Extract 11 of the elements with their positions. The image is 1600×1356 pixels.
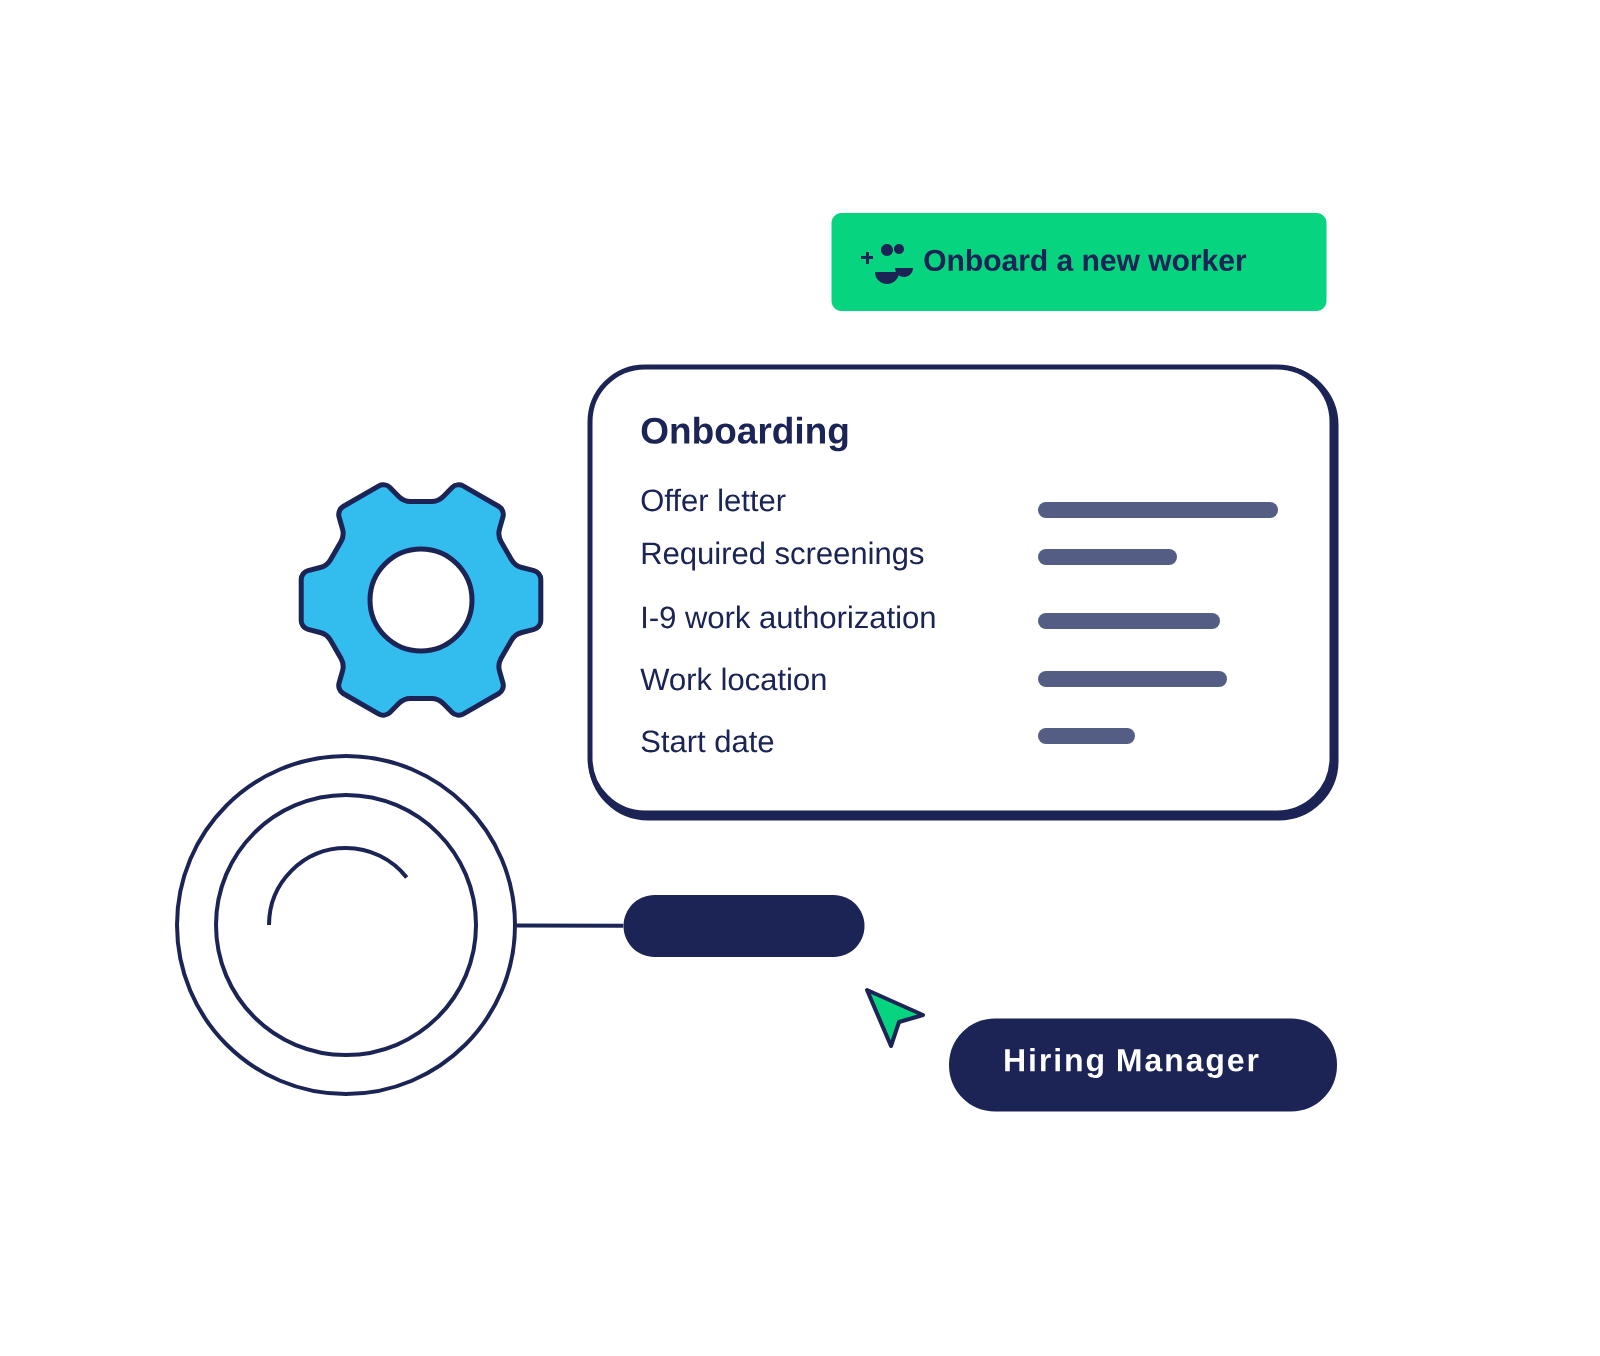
name-tag: Hiring Manager — [949, 1018, 1337, 1112]
card — [587, 364, 1339, 821]
list-item: Work location — [640, 667, 826, 691]
connector-line — [517, 923, 624, 928]
list-item: Required screenings — [642, 541, 924, 571]
list-item: I-9 work authorization — [643, 605, 935, 629]
placeholder-bar — [623, 895, 865, 957]
list-item: Start date — [641, 729, 774, 753]
list-item: Offer letter — [641, 488, 786, 512]
card-title: Onboarding — [641, 416, 848, 452]
button: Onboard a new worker — [831, 213, 1327, 311]
